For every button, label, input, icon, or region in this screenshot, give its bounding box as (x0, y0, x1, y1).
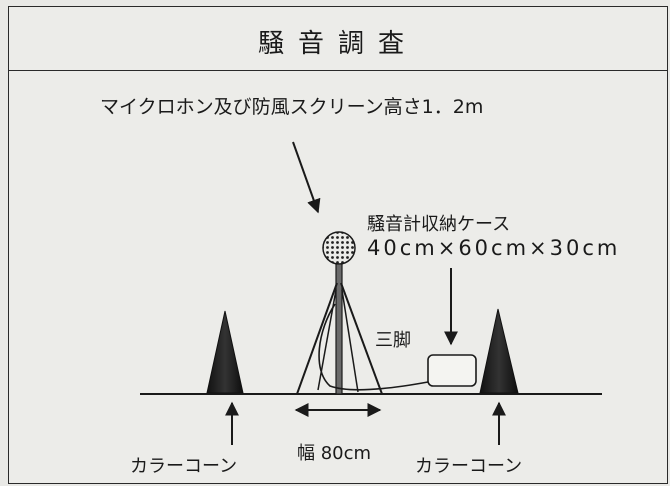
case-dimensions-label: 40cm×60cm×30cm (367, 236, 621, 260)
case-label: 騒音計収納ケース (367, 214, 511, 235)
width-label: 幅 80cm (297, 443, 372, 464)
page-title: 騒音調査 (257, 29, 418, 59)
cone-label-right: カラーコーン (415, 456, 523, 477)
microphone-windscreen (322, 231, 356, 265)
meter-case (427, 354, 477, 387)
tripod (296, 263, 383, 395)
cone-label-left: カラーコーン (130, 456, 238, 477)
cable (318, 303, 429, 391)
cone-right (479, 308, 519, 394)
mic-label: マイクロホン及び防風スクリーン高さ1．2m (100, 96, 484, 118)
cone-left (206, 310, 244, 394)
title-bar: 騒音調査 (9, 7, 667, 71)
mic-arrow (292, 141, 321, 214)
tripod-label: 三脚 (375, 330, 411, 351)
